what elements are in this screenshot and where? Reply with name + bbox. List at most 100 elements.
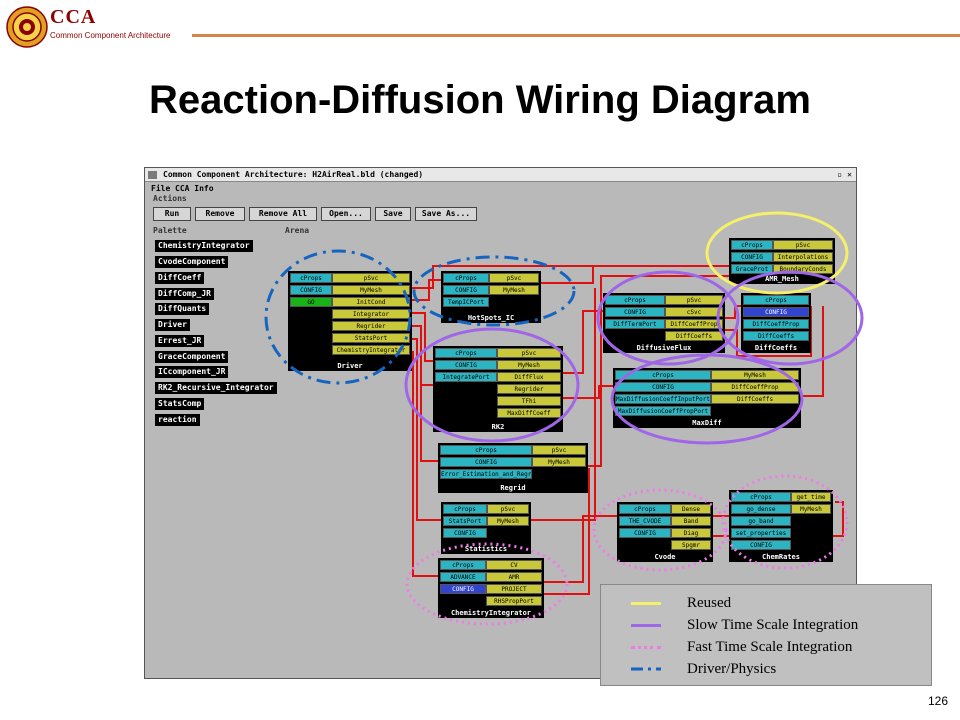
- input-port[interactable]: Error_Estimation_and_Regrid: [440, 469, 532, 479]
- output-port[interactable]: DiffCoeffProp: [665, 319, 723, 329]
- output-port[interactable]: Dense: [671, 504, 711, 514]
- output-port[interactable]: DiffCoeffs: [665, 331, 723, 341]
- input-port[interactable]: CONFIG: [440, 457, 532, 467]
- input-port[interactable]: StatsPort: [443, 516, 487, 526]
- input-port[interactable]: CONFIG: [731, 540, 791, 550]
- output-port[interactable]: Spgmr: [671, 540, 711, 550]
- palette-item[interactable]: DiffComp_JR: [155, 288, 214, 300]
- input-port[interactable]: cProps: [440, 560, 486, 570]
- output-port[interactable]: DiffCoeffProp: [711, 382, 799, 392]
- input-port[interactable]: DiffCoeffs: [743, 331, 809, 341]
- input-port[interactable]: cProps: [443, 273, 489, 283]
- output-port[interactable]: AMR: [486, 572, 542, 582]
- output-port[interactable]: ChemistryIntegrator: [332, 345, 410, 355]
- input-port[interactable]: set_properties: [731, 528, 791, 538]
- output-port[interactable]: pSvc: [773, 240, 833, 250]
- output-port[interactable]: pSvc: [489, 273, 539, 283]
- input-port[interactable]: THE_CVODE: [619, 516, 671, 526]
- input-port[interactable]: go_dense: [731, 504, 791, 514]
- output-port[interactable]: Integrator: [332, 309, 410, 319]
- input-port[interactable]: cProps: [443, 504, 487, 514]
- input-port[interactable]: cProps: [619, 504, 671, 514]
- input-port[interactable]: cProps: [435, 348, 497, 358]
- output-port[interactable]: CV: [486, 560, 542, 570]
- menu-cca-info[interactable]: CCA Info: [175, 184, 214, 193]
- output-port[interactable]: MyMesh: [532, 457, 586, 467]
- output-port[interactable]: RHSPropPort: [486, 596, 542, 606]
- input-port[interactable]: ADVANCE: [440, 572, 486, 582]
- output-port[interactable]: get_time: [791, 492, 831, 502]
- output-port[interactable]: MyMesh: [487, 516, 529, 526]
- input-port[interactable]: CONFIG: [731, 252, 773, 262]
- output-port[interactable]: Band: [671, 516, 711, 526]
- output-port[interactable]: cSvc: [665, 307, 723, 317]
- remove-all-button[interactable]: Remove All: [249, 207, 317, 221]
- output-port[interactable]: Diag: [671, 528, 711, 538]
- open-button[interactable]: Open...: [321, 207, 371, 221]
- input-port[interactable]: MaxDiffusionCoeffInputPort: [615, 394, 711, 404]
- palette-item[interactable]: ChemistryIntegrator: [155, 240, 253, 252]
- input-port[interactable]: GO: [290, 297, 332, 307]
- output-port[interactable]: pSvc: [532, 445, 586, 455]
- output-port[interactable]: BoundaryConds: [773, 264, 833, 274]
- output-port[interactable]: pSvc: [487, 504, 529, 514]
- input-port[interactable]: CONFIG: [443, 528, 487, 538]
- output-port[interactable]: DiffFlux: [497, 372, 561, 382]
- input-port[interactable]: cProps: [440, 445, 532, 455]
- input-port[interactable]: cProps: [615, 370, 711, 380]
- output-port[interactable]: pSvc: [665, 295, 723, 305]
- input-port[interactable]: cProps: [605, 295, 665, 305]
- output-port[interactable]: MaxDiffCoeff: [497, 408, 561, 418]
- palette-item[interactable]: CvodeComponent: [155, 256, 229, 268]
- output-port[interactable]: TFhi: [497, 396, 561, 406]
- output-port[interactable]: StatsPort: [332, 333, 410, 343]
- palette-item[interactable]: reaction: [155, 414, 200, 426]
- output-port[interactable]: MyMesh: [791, 504, 831, 514]
- input-port[interactable]: CONFIG: [743, 307, 809, 317]
- input-port[interactable]: CONFIG: [440, 584, 486, 594]
- input-port[interactable]: cProps: [731, 240, 773, 250]
- palette-item[interactable]: RK2_Recursive_Integrator: [155, 382, 277, 394]
- save-as-button[interactable]: Save As...: [415, 207, 477, 221]
- output-port[interactable]: Regrider: [497, 384, 561, 394]
- output-port[interactable]: MyMesh: [489, 285, 539, 295]
- output-port[interactable]: DiffCoeffs: [711, 394, 799, 404]
- input-port[interactable]: CONFIG: [605, 307, 665, 317]
- output-port[interactable]: pSvc: [497, 348, 561, 358]
- palette-item[interactable]: ICcomponent_JR: [155, 366, 229, 378]
- output-port[interactable]: pSvc: [332, 273, 410, 283]
- input-port[interactable]: CONFIG: [619, 528, 671, 538]
- menu-file[interactable]: File: [151, 184, 171, 193]
- palette-item[interactable]: GraceComponent: [155, 351, 229, 363]
- input-port[interactable]: IntegratePort: [435, 372, 497, 382]
- input-port[interactable]: go_band: [731, 516, 791, 526]
- output-port[interactable]: Interpolations: [773, 252, 833, 262]
- palette-item[interactable]: StatsComp: [155, 398, 205, 410]
- input-port[interactable]: cProps: [290, 273, 332, 283]
- input-port[interactable]: DiffTermPort: [605, 319, 665, 329]
- input-port[interactable]: cProps: [743, 295, 809, 305]
- maximize-icon[interactable]: ▫: [837, 170, 842, 179]
- run-button[interactable]: Run: [153, 207, 191, 221]
- input-port[interactable]: TempICPort: [443, 297, 489, 307]
- input-port[interactable]: GraceProt: [731, 264, 773, 274]
- output-port[interactable]: MyMesh: [497, 360, 561, 370]
- input-port[interactable]: CONFIG: [443, 285, 489, 295]
- close-icon[interactable]: ✕: [847, 170, 852, 179]
- output-port[interactable]: InitCond: [332, 297, 410, 307]
- output-port[interactable]: Regrider: [332, 321, 410, 331]
- palette-item[interactable]: Driver: [155, 319, 190, 331]
- input-port[interactable]: CONFIG: [290, 285, 332, 295]
